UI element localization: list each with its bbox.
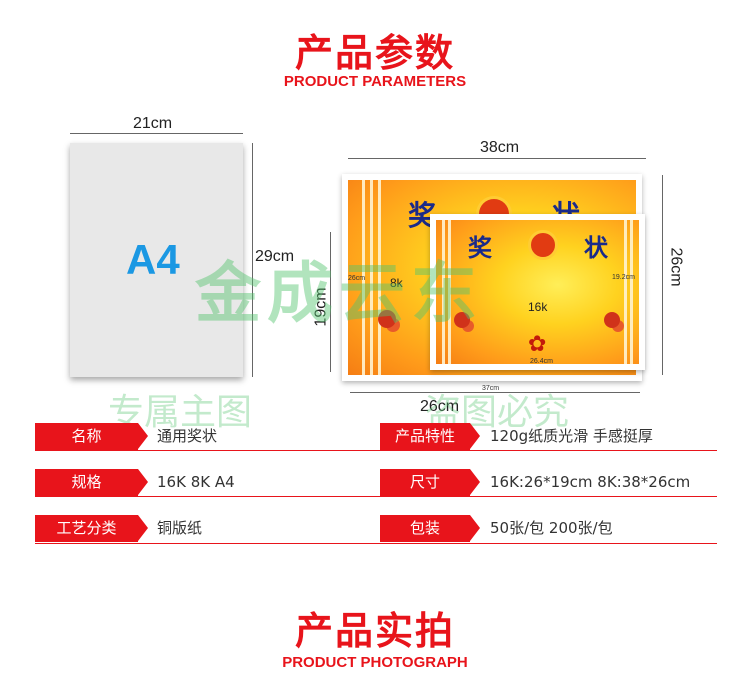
photo-title-cn: 产品实拍 bbox=[294, 609, 455, 653]
certificate-small: 奖 状 16k 19.2cm ✿ 26.4cm bbox=[430, 214, 645, 370]
param-label: 产品特性 bbox=[380, 423, 470, 450]
cert-small-size-label: 16k bbox=[528, 300, 548, 314]
flower-icon bbox=[454, 312, 470, 328]
param-label: 工艺分类 bbox=[35, 515, 138, 542]
tag-arrow bbox=[138, 469, 148, 495]
tag-arrow bbox=[138, 515, 148, 541]
row-divider bbox=[35, 543, 717, 544]
cert-small-width-dim: 26cm bbox=[420, 398, 460, 415]
cert-large-width-line bbox=[348, 158, 646, 159]
cert-small-title-left: 奖 bbox=[468, 233, 492, 262]
tag-arrow bbox=[138, 423, 148, 449]
tag-arrow bbox=[470, 423, 480, 449]
photo-title-en: PRODUCT PHOTOGRAPH bbox=[282, 654, 468, 671]
ribbon-icon: ✿ bbox=[528, 332, 547, 357]
param-value: 通用奖状 bbox=[157, 427, 218, 445]
a4-sheet bbox=[70, 143, 243, 377]
watermark-brand: 金成云东 bbox=[195, 255, 483, 332]
param-label: 包装 bbox=[380, 515, 470, 542]
emblem-icon bbox=[528, 230, 558, 260]
cert-tiny-right: 19.2cm bbox=[612, 274, 635, 281]
row-divider bbox=[35, 450, 717, 451]
param-label: 规格 bbox=[35, 469, 138, 496]
cert-small-width-line bbox=[350, 392, 640, 393]
cert-tiny-bottom: 26.4cm bbox=[530, 358, 553, 365]
a4-label: A4 bbox=[126, 236, 180, 283]
tag-arrow bbox=[470, 515, 480, 541]
cert-large-height-line bbox=[662, 175, 663, 375]
cert-large-width-dim: 38cm bbox=[480, 139, 520, 156]
cert-tiny-left: 26cm bbox=[348, 275, 366, 282]
a4-width-dim: 21cm bbox=[133, 115, 173, 132]
param-value: 铜版纸 bbox=[157, 519, 203, 537]
cert-large-size-label: 8k bbox=[390, 276, 403, 290]
flower-icon bbox=[378, 310, 396, 328]
param-value: 16K 8K A4 bbox=[157, 473, 235, 491]
param-label: 尺寸 bbox=[380, 469, 470, 496]
cert-small-height-line bbox=[330, 232, 331, 372]
flower-icon bbox=[604, 312, 620, 328]
a4-height-line bbox=[252, 143, 253, 377]
a4-width-line bbox=[70, 133, 243, 134]
params-title-en: PRODUCT PARAMETERS bbox=[283, 73, 467, 90]
cert-small-title-right: 状 bbox=[584, 233, 608, 262]
cert-tiny-bottom2: 37cm bbox=[482, 385, 500, 392]
param-value: 50张/包 200张/包 bbox=[490, 519, 613, 537]
cert-large-height-dim: 26cm bbox=[667, 247, 685, 287]
param-value: 16K:26*19cm 8K:38*26cm bbox=[490, 473, 691, 491]
param-value: 120g纸质光滑 手感挺厚 bbox=[490, 427, 653, 445]
row-divider bbox=[35, 496, 717, 497]
a4-height-dim: 29cm bbox=[255, 248, 295, 265]
param-label: 名称 bbox=[35, 423, 138, 450]
tag-arrow bbox=[470, 469, 480, 495]
params-title-cn: 产品参数 bbox=[294, 31, 455, 75]
